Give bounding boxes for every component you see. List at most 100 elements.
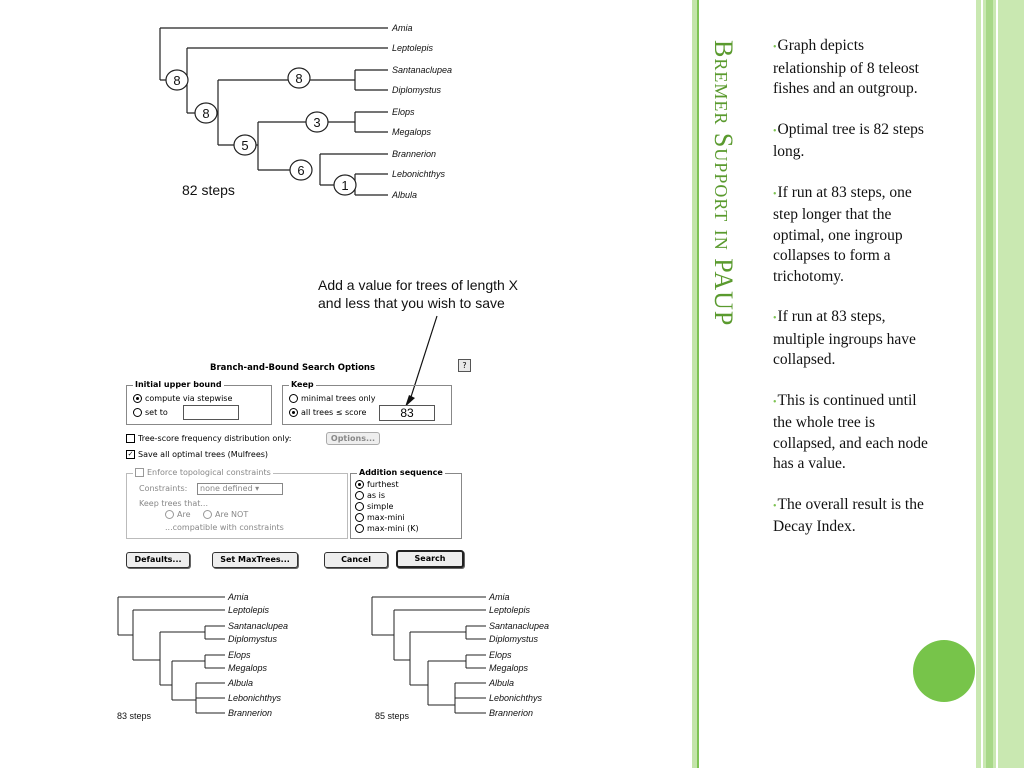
bullet-icon: •	[773, 313, 777, 324]
group-title: Initial upper bound	[133, 380, 224, 389]
branch-and-bound-dialog: Branch-and-Bound Search Options ? Initia…	[120, 355, 480, 575]
node-value: 8	[202, 106, 209, 121]
enforce-constraints-checkbox[interactable]: Enforce topological constraints	[133, 468, 273, 477]
radio-selected-icon	[133, 394, 142, 403]
minimal-trees-radio[interactable]: minimal trees only	[289, 394, 376, 403]
bullet-list: •Graph depicts relationship of 8 teleost…	[773, 36, 933, 558]
taxon-label: Santanaclupea	[392, 65, 452, 75]
callout-arrow	[409, 315, 438, 401]
taxon-label: Brannerion	[489, 708, 533, 718]
taxon-label: Leptolepis	[392, 43, 434, 53]
furthest-radio[interactable]: furthest	[355, 480, 399, 489]
taxon-label: Santanaclupea	[489, 621, 549, 631]
bullet-icon: •	[773, 396, 777, 408]
chevron-down-icon: ▾	[255, 484, 260, 493]
taxon-label: Amia	[488, 592, 510, 602]
constraints-select[interactable]: none defined ▾	[197, 483, 283, 495]
tree-figures: 8 8 8 5 3 6 1 Amia Leptolepis Santanaclu…	[117, 23, 549, 721]
radio-selected-icon	[355, 480, 364, 489]
taxon-label: Diplomystus	[228, 634, 278, 644]
set-maxtrees-button[interactable]: Set MaxTrees...	[212, 552, 298, 568]
callout-text: Add a value for trees of length X and le…	[318, 276, 578, 312]
max-mini-k-radio[interactable]: max-mini (K)	[355, 524, 419, 533]
defaults-button[interactable]: Defaults...	[126, 552, 190, 568]
figure-panel: 8 8 8 5 3 6 1 Amia Leptolepis Santanaclu…	[117, 23, 578, 721]
keep-trees-that-label: Keep trees that...	[139, 499, 208, 508]
node-value: 6	[297, 163, 304, 178]
radio-icon	[203, 510, 212, 519]
bullet-icon: •	[773, 500, 777, 512]
compatible-label: ...compatible with constraints	[165, 523, 284, 532]
compute-via-stepwise-radio[interactable]: compute via stepwise	[133, 394, 232, 403]
set-to-radio[interactable]: set to	[133, 408, 168, 417]
radio-icon	[165, 510, 174, 519]
node-value: 1	[341, 178, 348, 193]
save-all-optimal-checkbox[interactable]: ✓Save all optimal trees (Mulfrees)	[126, 450, 269, 459]
all-trees-score-radio[interactable]: all trees ≤ score	[289, 408, 366, 417]
bullet-item: •The overall result is the Decay Index.	[773, 495, 924, 536]
as-is-radio[interactable]: as is	[355, 491, 385, 500]
right-decorative-strip	[976, 0, 1024, 768]
node-value: 8	[173, 73, 180, 88]
callout-line: Add a value for trees of length X	[318, 277, 519, 293]
callout-line: and less that you wish to save	[318, 295, 505, 311]
taxon-label: Albula	[391, 190, 417, 200]
slide-title: Bremer Support in PAUP	[709, 40, 738, 327]
tree-score-frequency-checkbox[interactable]: Tree-score frequency distribution only:	[126, 434, 291, 443]
taxon-label: Amia	[391, 23, 413, 33]
node-value: 8	[295, 71, 302, 86]
bullet-item: •If run at 83 steps, one step longer tha…	[773, 183, 912, 285]
steps-label: 83 steps	[117, 711, 152, 721]
node-value-labels: 8 8 8 5 3 6 1	[173, 71, 348, 193]
divider-line	[697, 0, 699, 768]
steps-label: 82 steps	[182, 182, 235, 198]
taxon-label: Elops	[489, 650, 512, 660]
taxon-label: Megalops	[392, 127, 432, 137]
taxon-label: Lebonichthys	[392, 169, 446, 179]
tree-83-lines	[117, 596, 225, 714]
tree-85-lines	[371, 596, 486, 714]
taxon-label: Diplomystus	[489, 634, 539, 644]
tree-83-taxa: Amia Leptolepis Santanaclupea Diplomystu…	[227, 592, 288, 718]
tree-85-taxa: Amia Leptolepis Santanaclupea Diplomystu…	[488, 592, 549, 718]
taxon-label: Lebonichthys	[489, 693, 543, 703]
divider-band	[692, 0, 699, 768]
score-field[interactable]: 83	[379, 405, 435, 421]
keep-group: Keep minimal trees only all trees ≤ scor…	[282, 380, 452, 425]
bullet-icon: •	[773, 125, 777, 137]
node-value: 5	[241, 138, 248, 153]
set-to-field[interactable]	[183, 405, 239, 420]
are-radio[interactable]: Are	[165, 510, 191, 519]
help-button[interactable]: ?	[458, 359, 471, 372]
search-button[interactable]: Search	[396, 550, 464, 568]
radio-icon	[355, 491, 364, 500]
checkbox-icon	[135, 468, 144, 477]
bullet-item: •Graph depicts relationship of 8 teleost…	[773, 37, 919, 97]
group-title: Keep	[289, 380, 316, 389]
options-button[interactable]: Options...	[326, 432, 380, 445]
bullet-item: •If run at 83 steps, multiple ingroups h…	[773, 308, 916, 368]
taxon-label: Lebonichthys	[228, 693, 282, 703]
slide-title-container: Bremer Support in PAUP	[709, 40, 750, 480]
are-not-radio[interactable]: Are NOT	[203, 510, 248, 519]
taxon-label: Elops	[228, 650, 251, 660]
max-mini-radio[interactable]: max-mini	[355, 513, 405, 522]
top-cladogram	[159, 27, 388, 196]
taxon-label: Brannerion	[228, 708, 272, 718]
node-value: 3	[313, 115, 320, 130]
simple-radio[interactable]: simple	[355, 502, 393, 511]
initial-upper-bound-group: Initial upper bound compute via stepwise…	[126, 380, 272, 425]
cancel-button[interactable]: Cancel	[324, 552, 388, 568]
taxon-label: Elops	[392, 107, 415, 117]
node-values	[165, 67, 357, 196]
taxon-label: Brannerion	[392, 149, 436, 159]
checkbox-icon	[126, 434, 135, 443]
top-taxa: Amia Leptolepis Santanaclupea Diplomystu…	[391, 23, 452, 200]
radio-icon	[133, 408, 142, 417]
arrow-head	[405, 395, 415, 407]
right-stripe	[996, 0, 998, 768]
addition-sequence-group: Addition sequence furthest as is simple …	[350, 468, 462, 539]
bullet-icon: •	[773, 42, 777, 53]
taxon-label: Amia	[227, 592, 249, 602]
right-stripe	[981, 0, 983, 768]
